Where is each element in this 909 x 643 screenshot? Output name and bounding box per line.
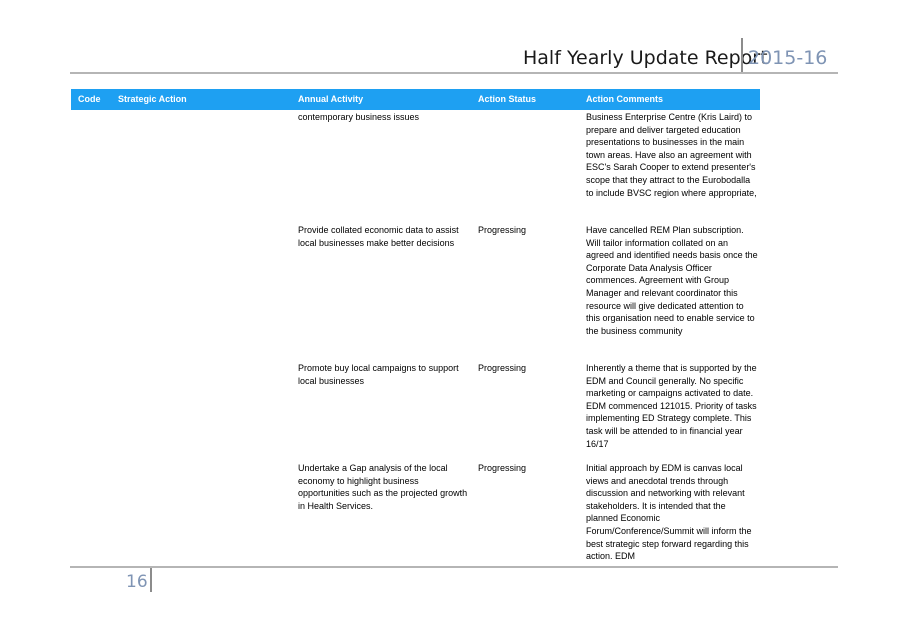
annual-activity-cell: contemporary business issues: [298, 112, 420, 122]
action-comments-cell: Have cancelled REM Plan subscription. Wi…: [586, 225, 758, 336]
action-status-cell: Progressing: [478, 463, 527, 473]
action-comments-cell: Inherently a theme that is supported by …: [586, 363, 757, 449]
footer-rule: [70, 566, 838, 568]
action-comments-cell: Business Enterprise Centre (Kris Laird) …: [586, 112, 757, 198]
column-header-code: Code: [78, 94, 101, 104]
column-header-annual-activity: Annual Activity: [298, 94, 364, 104]
action-comments-cell: Initial approach by EDM is canvas local …: [586, 463, 752, 562]
header-rule: [70, 72, 838, 74]
column-header-strategic-action: Strategic Action: [118, 94, 187, 104]
page-number: 16: [126, 572, 148, 592]
report-title: Half Yearly Update Report: [523, 47, 768, 69]
annual-activity-cell: Provide collated economic data to assist…: [298, 225, 459, 248]
annual-activity-cell: Promote buy local campaigns to support l…: [298, 363, 459, 386]
header-divider: [741, 38, 743, 72]
action-status-cell: Progressing: [478, 225, 527, 235]
action-status-cell: Progressing: [478, 363, 527, 373]
annual-activity-cell: Undertake a Gap analysis of the local ec…: [298, 463, 468, 511]
table-header: Code Strategic Action Annual Activity Ac…: [71, 89, 760, 110]
column-header-action-status: Action Status: [478, 94, 537, 104]
page-number-divider: [150, 568, 152, 592]
column-header-action-comments: Action Comments: [586, 94, 664, 104]
report-year: 2015-16: [748, 47, 828, 69]
